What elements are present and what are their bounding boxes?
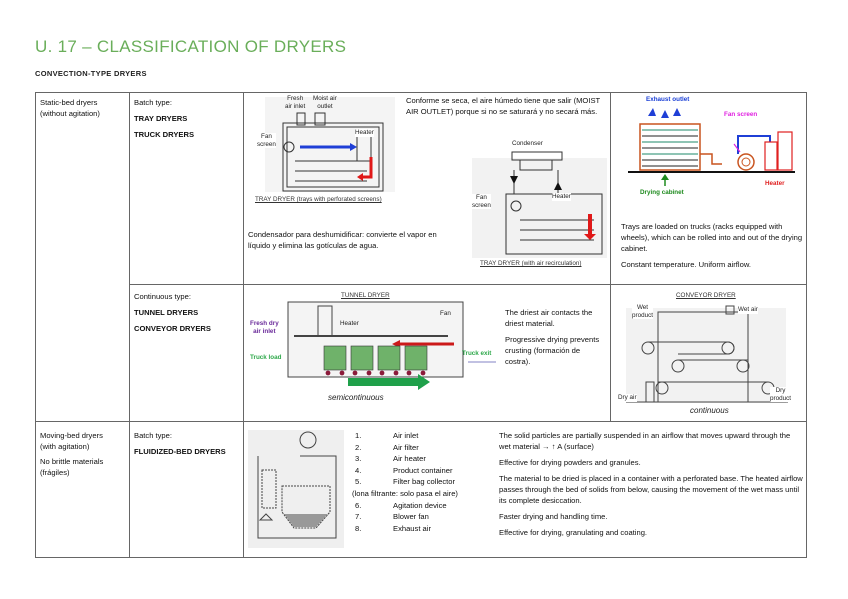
label-recirc-heater: Heater [552,193,571,201]
fluidized-bed-text: The solid particles are partially suspen… [499,430,804,543]
moving-bed-category: Moving-bed dryers (with agitation) No br… [40,430,125,478]
tray-dryer-diagram [265,97,395,192]
fluidized-process: The material to be dried is placed in a … [499,474,803,505]
tunnel-driest-air: The driest air contacts the driest mater… [505,308,593,328]
fluidized-description: The solid particles are partially suspen… [499,431,791,451]
label-drying-cabinet: Drying cabinet [640,189,684,196]
part-item: 2.Air filter [355,442,419,452]
truck-dryer-description: Trays are loaded on trucks (racks equipp… [621,222,803,253]
moving-batch-type-label: Batch type: [134,431,172,440]
row-divider-batch-continuous [129,284,806,285]
recirculation-dryer-diagram [472,151,607,258]
tray-dryer-caption: TRAY DRYER (trays with perforated screen… [255,196,382,203]
brittle-materials-note: No brittle materials (frágiles) [40,457,104,477]
conveyor-dryer-caption: CONVEYOR DRYER [676,292,736,299]
tunnel-dryer-diagram [287,301,496,390]
fluidized-bed-diagram [248,430,344,548]
label-fresh-air-inlet: Fresh air inlet [285,95,306,110]
label-condenser: Condenser [512,140,543,147]
label-dry-product: Dry product [770,387,792,402]
continuous-types: Continuous type: TUNNEL DRYERS CONVEYOR … [134,291,239,339]
continuous-type-label: Continuous type: [134,292,191,301]
fluidized-faster: Faster drying and handling time. [499,512,608,521]
col-divider-1 [129,93,130,557]
part-item: 3.Air heater [355,454,426,464]
recirculation-dryer-figure: Condenser Fan screen Heater TRAY DRYER (… [472,140,607,270]
label-truck-heater: Heater [765,180,785,187]
label-semicontinuous: semicontinuous [328,393,384,402]
label-wet-product: Wet product [632,304,654,319]
label-moist-air-outlet: Moist air outlet [313,95,337,110]
fluidized-bed-figure [246,428,346,553]
label-dry-air: Dry air [618,394,637,402]
row-divider-moving-bed [36,421,806,422]
section-heading: CONVECTION-TYPE DRYERS [35,69,147,78]
page-title: U. 17 – CLASSIFICATION OF DRYERS [35,37,347,56]
static-bed-label: Static-bed dryers [40,98,98,107]
truck-dryer-property: Constant temperature. Uniform airflow. [621,260,751,269]
fluidized-effective-coating: Effective for drying, granulating and co… [499,528,648,537]
label-exhaust-outlet: Exhaust outlet [646,96,690,103]
label-tunnel-heater: Heater [340,320,359,327]
tray-dryer-figure: Fresh air inlet Moist air outlet Fan scr… [255,95,405,205]
label-continuous: continuous [690,406,729,415]
label-fan-screen: Fan screen [257,133,276,148]
label-truck-exit: Truck exit [462,350,492,357]
part-item: 1.Air inlet [355,431,419,440]
tunnel-dryer-figure: TUNNEL DRYER Fresh dry air inlet Heater … [248,290,498,410]
truck-dryer-diagram [628,108,795,186]
label-truck-fan-screen: Fan screen [724,111,758,118]
moist-air-note: Conforme se seca, el aire húmedo tiene q… [406,96,601,116]
label-recirc-fan-screen: Fan screen [472,194,491,209]
truck-dryer-text: Trays are loaded on trucks (racks equipp… [621,221,803,275]
part-item: 4.Product container [355,465,453,475]
batch-types: Batch type: TRAY DRYERS TRUCK DRYERS [134,97,239,145]
fluidized-bed-parts-list: 1.Air inlet 2.Air filter 3.Air heater 4.… [352,430,497,534]
part-item: 7.Blower fan [355,512,429,522]
conveyor-dryer-figure: CONVEYOR DRYER Wet product Wet air Dry a… [618,290,803,418]
label-wet-air: Wet air [738,306,758,314]
label-fresh-dry-air-inlet: Fresh dry air inlet [250,320,279,335]
label-heater: Heater [355,129,374,137]
tunnel-dryer-text: The driest air contacts the driest mater… [505,307,605,372]
moving-bed-label: Moving-bed dryers [40,431,103,440]
part-item-note: (lona filtrante: solo pasa el aire) [352,488,458,498]
dryer-classification-table [35,92,807,558]
truck-dryer-figure: Exhaust outlet Fan screen Drying cabinet… [620,94,800,204]
batch-type-label: Batch type: [134,98,172,107]
recirculation-dryer-caption: TRAY DRYER (with air recirculation) [480,260,582,267]
tunnel-dryer-caption: TUNNEL DRYER [341,292,390,299]
moving-bed-note: (with agitation) [40,442,90,451]
col-divider-2 [243,93,244,557]
fluidized-effective-powders: Effective for drying powders and granule… [499,458,641,467]
label-truck-load: Truck load [250,354,282,361]
label-tunnel-fan: Fan [440,310,451,317]
conveyor-dryer-diagram [626,305,788,403]
tunnel-progressive-drying: Progressive drying prevents crusting (fo… [505,335,600,366]
part-item: 5.Filter bag collector [355,477,456,487]
static-bed-category: Static-bed dryers (without agitation) [40,97,125,119]
type-fluidized-bed-dryers: FLUIDIZED-BED DRYERS [134,447,226,456]
part-item: 6.Agitation device [355,500,447,510]
static-bed-note: (without agitation) [40,109,100,118]
type-truck-dryers: TRUCK DRYERS [134,130,195,139]
col-divider-3 [610,93,611,421]
type-tunnel-dryers: TUNNEL DRYERS [134,308,199,317]
part-item: 8.Exhaust air [355,523,431,533]
moving-bed-batch-types: Batch type: FLUIDIZED-BED DRYERS [134,430,239,462]
type-tray-dryers: TRAY DRYERS [134,114,188,123]
type-conveyor-dryers: CONVEYOR DRYERS [134,324,211,333]
condenser-note: Condensador para deshumidificar: convier… [248,230,437,250]
